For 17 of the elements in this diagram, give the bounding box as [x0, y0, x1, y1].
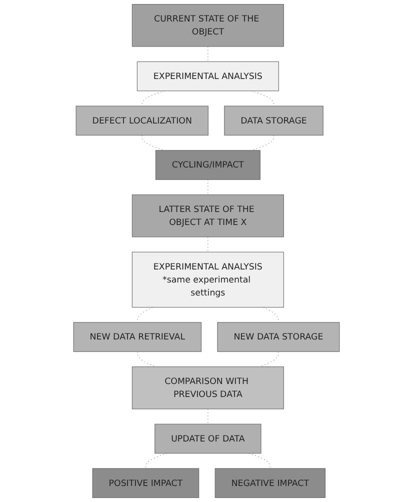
node-box: POSITIVE IMPACT: [92, 468, 200, 498]
node-box: CURRENT STATE OF THE OBJECT: [132, 4, 284, 47]
node-box: LATTER STATE OF THE OBJECT AT TIME X: [132, 194, 284, 238]
connector: [260, 351, 279, 368]
node-box: CYCLING/IMPACT: [155, 150, 260, 180]
node-box: COMPARISON WITH PREVIOUS DATA: [132, 366, 284, 410]
node-box: DEFECT LOCALIZATION: [76, 106, 208, 136]
node-box: NEW DATA RETRIEVAL: [73, 322, 202, 352]
node-box: UPDATE OF DATA: [154, 424, 262, 454]
node-box: DATA STORAGE: [224, 106, 324, 136]
node-box: EXPERIMENTAL ANALYSIS: [136, 61, 279, 92]
connector: [137, 351, 156, 368]
node-box: NEW DATA STORAGE: [217, 322, 340, 352]
connector: [248, 453, 270, 469]
node-box: EXPERIMENTAL ANALYSIS *same experimental settings: [132, 252, 284, 308]
node-box: NEGATIVE IMPACT: [214, 468, 326, 498]
connector: [251, 134, 274, 151]
